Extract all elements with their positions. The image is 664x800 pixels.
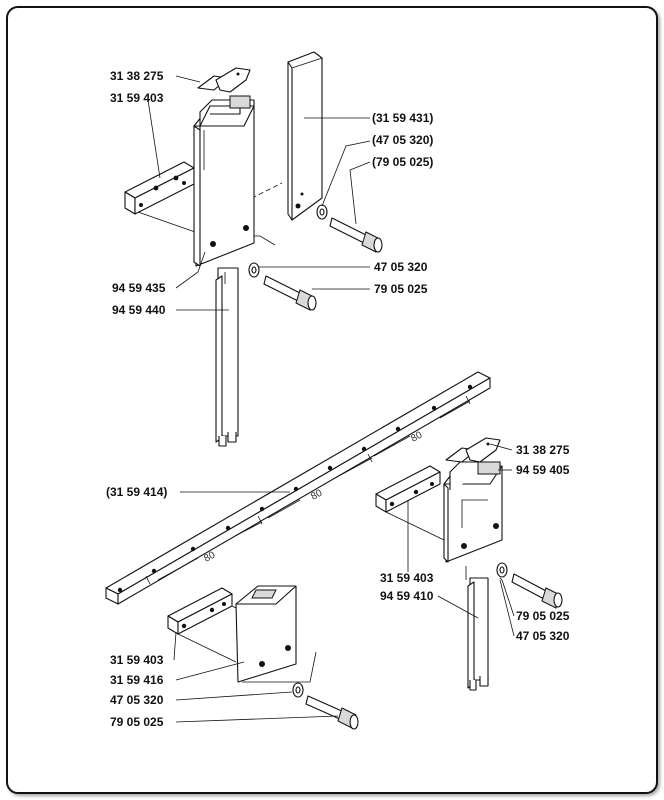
callout-label: 79 05 025 [374, 282, 428, 296]
rail-block-lower-right [375, 465, 441, 513]
washer-lower-right [496, 562, 508, 578]
long-rail [105, 371, 491, 605]
callout-label: (47 05 320) [372, 133, 433, 147]
dimension-label: 80 [309, 488, 324, 503]
dimension-label: 80 [409, 430, 424, 445]
screw-upper-right [329, 217, 383, 253]
callout-label: 94 59 410 [380, 589, 434, 603]
washer-upper-left [248, 262, 260, 278]
rail-block-lower-left [167, 587, 233, 635]
washer-lower-left [292, 682, 304, 698]
callout-label: (31 59 431) [372, 111, 433, 125]
washer-upper-right [316, 204, 328, 220]
carrier-block-upper [193, 95, 255, 267]
clip-part-lower [445, 437, 501, 463]
dimension-lines [145, 395, 471, 585]
callout-label: 31 38 275 [516, 443, 570, 457]
callout-label: 47 05 320 [110, 693, 164, 707]
clip-part-upper [197, 67, 251, 93]
screw-lower-right [511, 573, 563, 609]
callout-label: 79 05 025 [516, 609, 570, 623]
callout-label: 47 05 320 [374, 260, 428, 274]
dimension-label: 80 [202, 550, 217, 565]
diagram-frame [6, 6, 658, 794]
callout-label: 94 59 435 [112, 281, 166, 295]
callout-label: 79 05 025 [110, 715, 164, 729]
rail-block-upper [124, 161, 195, 215]
plate-upper [287, 51, 323, 221]
screw-upper-left [263, 275, 317, 311]
callout-label: 94 59 440 [112, 303, 166, 317]
callout-label: (79 05 025) [372, 155, 433, 169]
callout-label: 31 38 275 [110, 69, 164, 83]
carrier-block-lower-right [443, 461, 503, 563]
vertical-bar-upper [215, 267, 239, 447]
leader-lines [147, 75, 515, 723]
screw-lower-left [305, 695, 359, 730]
vertical-bar-lower [465, 566, 489, 691]
callout-label: 31 59 403 [110, 653, 164, 667]
callout-label: (31 59 414) [106, 485, 167, 499]
callout-label: 47 05 320 [516, 629, 570, 643]
carrier-block-lower-left [235, 585, 317, 683]
callout-label: 94 59 405 [516, 463, 570, 477]
callout-label: 31 59 416 [110, 673, 164, 687]
callout-label: 31 59 403 [110, 91, 164, 105]
callout-label: 31 59 403 [380, 571, 434, 585]
